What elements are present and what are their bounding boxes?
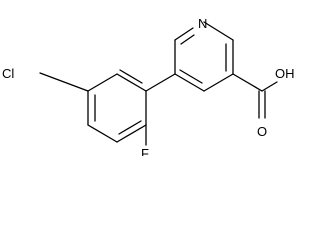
structure-canvas: N Cl F OH O — [2, 16, 295, 156]
nitrogen-label: N — [198, 16, 207, 31]
bond-c4-c5-inner — [179, 69, 203, 84]
bond-c3-cooh — [232, 73, 263, 92]
bond-b2-b3 — [87, 73, 118, 92]
hydroxyl-label: OH — [275, 66, 295, 81]
bond-c6-n — [174, 27, 194, 41]
bond-b4-b5 — [87, 124, 118, 143]
bond-c3-c4 — [203, 73, 234, 92]
bond-b1-b2-inner — [119, 69, 143, 84]
molecule-drawing: N Cl F OH O — [2, 16, 295, 156]
bond-biaryl — [145, 73, 176, 92]
bond-c-oh — [261, 81, 278, 92]
pyridine-ring — [174, 21, 234, 92]
bond-c4-c5 — [174, 73, 205, 92]
carbonyl-oxygen-label: O — [257, 124, 267, 139]
bond-b5-b6-inner — [118, 120, 142, 135]
phenyl-ring — [87, 69, 147, 143]
bond-c-cl — [39, 72, 89, 92]
fluorine-label: F — [141, 146, 149, 156]
bond-b1-b2 — [116, 73, 147, 92]
bond-n-c2 — [203, 21, 234, 41]
bond-c6-n-inner — [180, 34, 195, 45]
bond-b5-b6 — [116, 124, 147, 143]
chlorine-label: Cl — [2, 66, 14, 81]
carboxylic-acid-group — [232, 73, 278, 119]
